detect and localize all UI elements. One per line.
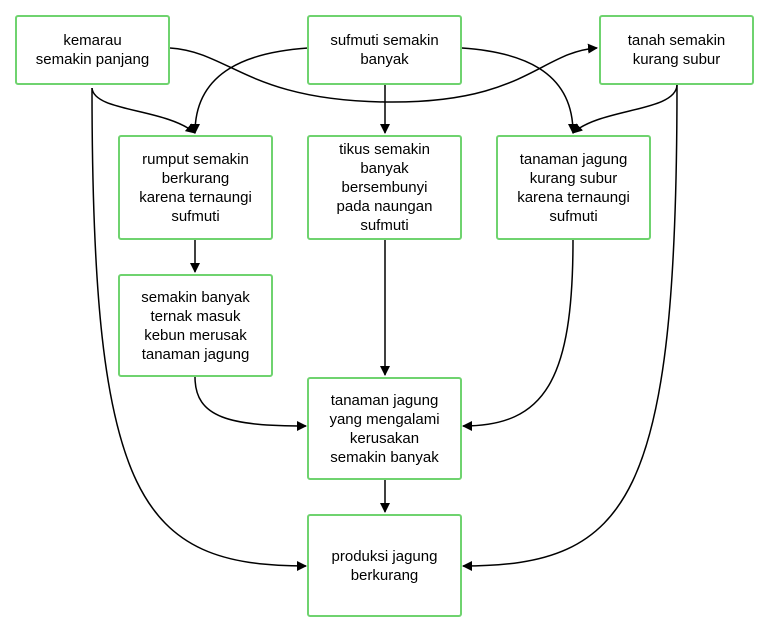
edge-kemarau-to-produksi (91, 87, 307, 571)
node-produksi-label: produksi jagung berkurang (331, 547, 438, 584)
node-tikus-label: tikus semakin banyak bersembunyi pada na… (336, 141, 433, 234)
node-kemarau: kemarau semakin panjang (15, 15, 170, 85)
node-sufmuti-label: sufmuti semakin banyak (330, 32, 439, 68)
node-tanaman-kurang-subur-label: tanaman jagung kurang subur karena terna… (517, 150, 630, 225)
node-tanah: tanah semakin kurang subur (599, 15, 754, 85)
edge-tanah-to-produksi (462, 84, 678, 571)
node-sufmuti: sufmuti semakin banyak (307, 15, 462, 85)
node-kerusakan: tanaman jagung yang mengalami kerusakan … (307, 377, 462, 480)
node-kemarau-label: kemarau semakin panjang (35, 32, 150, 68)
edge-sufmuti-to-rumput (190, 47, 309, 134)
edge-ternak-to-kerusakan (194, 376, 307, 431)
node-rumput-label: rumput semakin berkurang karena ternaung… (139, 150, 252, 225)
node-produksi: produksi jagung berkurang (307, 514, 462, 617)
edge-tanah-to-tanaman-kurang-subur (572, 84, 678, 134)
node-rumput: rumput semakin berkurang karena ternaung… (118, 135, 273, 240)
node-ternak: semakin banyak ternak masuk kebun merusa… (118, 274, 273, 377)
node-tikus: tikus semakin banyak bersembunyi pada na… (307, 135, 462, 240)
node-kerusakan-label: tanaman jagung yang mengalami kerusakan … (329, 391, 440, 466)
edge-sufmuti-to-tanaman-kurang-subur (461, 47, 578, 134)
node-tanah-label: tanah semakin kurang subur (627, 32, 726, 68)
edge-tanaman-kurang-subur-to-kerusakan (462, 239, 574, 431)
node-ternak-label: semakin banyak ternak masuk kebun merusa… (141, 288, 250, 363)
edge-kemarau-to-rumput (91, 87, 196, 134)
node-tanaman-kurang-subur: tanaman jagung kurang subur karena terna… (496, 135, 651, 240)
